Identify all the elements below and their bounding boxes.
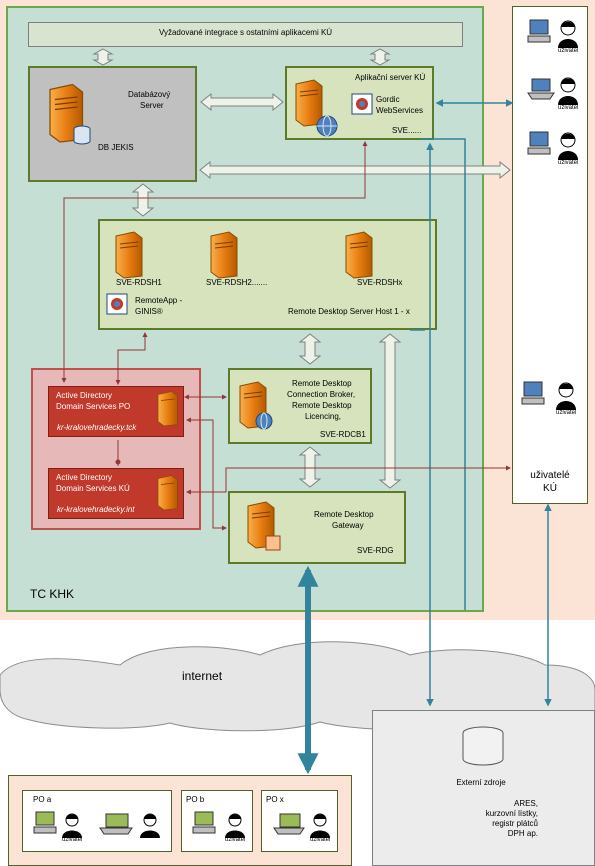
po-a-user-1: uživatel <box>33 808 84 848</box>
ad-ku-line1: Active Directory <box>56 473 113 482</box>
po-a-user-2 <box>99 808 166 848</box>
user-label: uživatel <box>558 160 579 166</box>
app-server-name: SVE...... <box>392 126 422 135</box>
user-label: uživatel <box>62 837 83 843</box>
ad-ku-server-icon <box>157 475 178 511</box>
user-label: uživatel <box>558 48 579 54</box>
computer-user-icon <box>527 19 578 48</box>
database-icon <box>462 726 504 766</box>
db-cylinder-icon <box>73 125 91 145</box>
external-title: Externí zdroje <box>456 778 506 787</box>
rdsh-server3-label: SVE-RDSHx <box>357 278 403 287</box>
user-label: uživatel <box>558 105 579 111</box>
app-server-title: Aplikační server KÚ <box>355 73 426 82</box>
gateway-line1: Remote Desktop <box>314 510 374 519</box>
laptop-user-icon <box>273 813 330 838</box>
internet-label: internet <box>182 669 223 683</box>
po-b-user: uživatel <box>192 808 249 848</box>
po-x-user: uživatel <box>273 808 334 848</box>
computer-user-icon <box>521 381 576 410</box>
ad-ku-line2: Domain Services KÚ <box>56 484 130 493</box>
db-server-title-1: Databázový <box>128 90 171 99</box>
arrow-db-users <box>199 160 511 180</box>
arrow-rdsh-broker <box>298 333 322 365</box>
computer-user-icon <box>33 811 82 838</box>
integration-bar <box>28 22 463 47</box>
gateway-name: SVE-RDG <box>357 546 394 555</box>
laptop-user-icon <box>99 813 160 838</box>
rdsh2-server-icon <box>210 231 238 279</box>
broker-line1: Remote Desktop <box>292 379 352 388</box>
ad-ku-domain: kr-kralovehradecky.int <box>57 505 135 514</box>
arrow-db-app <box>200 92 284 112</box>
broker-line4: Licencing, <box>305 412 342 421</box>
user-ku-2: uživatel <box>527 75 584 115</box>
gordic-logo-icon <box>351 93 373 115</box>
user-label: uživatel <box>225 837 246 843</box>
remoteapp-icon <box>106 293 128 315</box>
broker-name: SVE-RDCB1 <box>320 430 366 439</box>
external-line3: registr plátců <box>492 819 538 828</box>
po-x-label: PO x <box>266 795 284 804</box>
laptop-user-icon <box>527 77 578 105</box>
ad-po-line2: Domain Services PO <box>56 402 131 411</box>
po-b-label: PO b <box>186 795 205 804</box>
broker-globe-icon <box>255 412 273 430</box>
rdshx-server-icon <box>345 231 373 279</box>
arrow-broker-gateway <box>298 446 322 488</box>
tc-khk-label: TC KHK <box>30 587 75 601</box>
external-line2: kurzovní lístky, <box>485 809 538 818</box>
user-label: uživatel <box>310 837 331 843</box>
users-group-label-2: KÚ <box>543 483 557 494</box>
arrow-db-rdsh <box>131 183 155 217</box>
broker-line3: Remote Desktop <box>292 401 352 410</box>
arrow-integration-app <box>369 48 391 66</box>
ad-po-line1: Active Directory <box>56 391 113 400</box>
arrow-integration-db <box>92 48 114 66</box>
external-line4: DPH ap. <box>507 829 538 838</box>
ad-po-server-icon <box>157 391 178 427</box>
user-ku-1: uživatel <box>527 18 584 58</box>
user-ku-3: uživatel <box>527 130 584 170</box>
gateway-firewall-icon <box>265 535 281 551</box>
po-a-label: PO a <box>33 795 52 804</box>
computer-user-icon <box>192 811 245 838</box>
gateway-line2: Gateway <box>332 521 364 530</box>
db-server-title-2: Server <box>140 101 164 110</box>
app-server-service-2: WebServices <box>376 106 423 115</box>
broker-line2: Connection Broker, <box>287 390 356 399</box>
user-ku-4: uživatel <box>521 380 582 420</box>
external-line1: ARES, <box>513 799 538 808</box>
ad-po-domain: kr-kralovehradecky.tck <box>57 423 137 432</box>
rdsh1-server-icon <box>115 231 143 279</box>
arrow-rdsh-gateway <box>378 333 402 489</box>
integration-bar-label: Vyžadované integrace s ostatními aplikac… <box>158 28 333 37</box>
globe-icon <box>316 115 338 137</box>
app-server-service-1: Gordic <box>376 95 400 104</box>
user-label: uživatel <box>556 410 577 416</box>
users-group-label-1: uživatelé <box>530 470 570 481</box>
computer-user-icon <box>527 131 578 160</box>
